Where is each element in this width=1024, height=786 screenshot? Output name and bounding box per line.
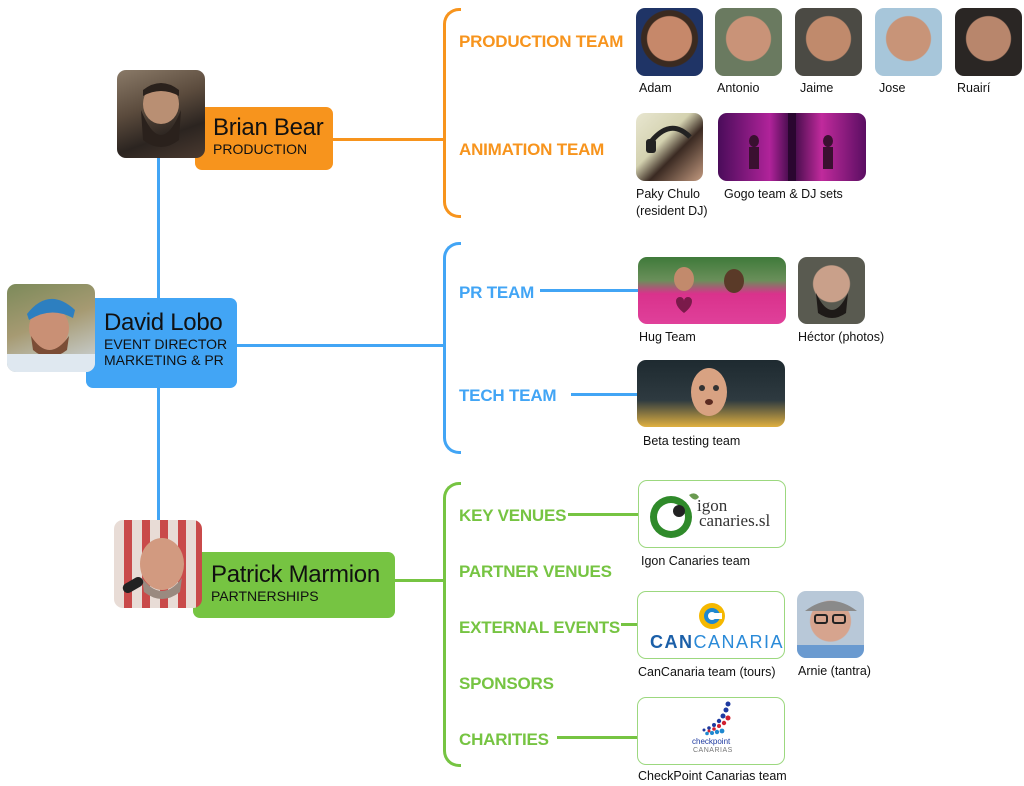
- checkpoint-canarias-logo-card[interactable]: checkpoint CANARIAS: [637, 697, 785, 765]
- person-icon: [141, 83, 181, 147]
- member-photo-ruairi: [955, 8, 1022, 76]
- key-venues-connector-line: [568, 513, 640, 516]
- cancanaria-c-icon: [699, 603, 725, 629]
- beard-icon: [816, 293, 848, 318]
- member-photo-arnie: [797, 591, 864, 658]
- category-label-sponsors: SPONSORS: [459, 674, 554, 693]
- igon-canaries-logo-card[interactable]: igon canaries.sl: [638, 480, 786, 548]
- leader-name: Patrick Marmion: [211, 561, 380, 588]
- partner-caption: Arnie (tantra): [798, 664, 871, 678]
- leader-role: EVENT DIRECTOR: [104, 336, 228, 352]
- marketing-connector-line: [234, 344, 444, 347]
- leader-card-director[interactable]: David Lobo EVENT DIRECTOR MARKETING & PR: [86, 298, 237, 388]
- pr-connector-line: [540, 289, 640, 292]
- category-label-external-events: EXTERNAL EVENTS: [459, 618, 621, 637]
- dancers-icon: [749, 113, 833, 181]
- member-name: Adam: [639, 81, 672, 95]
- igon-globe-icon: [650, 493, 699, 538]
- person-icon: [122, 538, 184, 599]
- production-bracket: [443, 8, 461, 218]
- member-photo-gogo-team: [718, 113, 866, 181]
- member-photo-beta-testing: [637, 360, 785, 427]
- leader-card-partnerships[interactable]: Patrick Marmion PARTNERSHIPS: [193, 552, 395, 618]
- david-lobo-photo: [7, 284, 95, 372]
- team-label-animation: ANIMATION TEAM: [459, 140, 605, 159]
- leader-role: MARKETING & PR: [104, 352, 224, 368]
- partner-caption: Igon Canaries team: [641, 554, 751, 568]
- leader-name: Brian Bear: [213, 114, 324, 141]
- leader-role: PRODUCTION: [213, 141, 308, 157]
- igon-logo-text-1: igon: [697, 496, 728, 515]
- team-label-production: PRODUCTION TEAM: [459, 32, 624, 51]
- cancanaria-logo-light: CANARIA: [693, 632, 785, 652]
- partner-caption: CanCanaria team (tours): [638, 665, 776, 679]
- member-photo-antonio: [715, 8, 782, 76]
- partnerships-connector-line: [392, 579, 445, 582]
- member-name: Antonio: [717, 81, 760, 95]
- member-name-detail: (resident DJ): [636, 204, 708, 218]
- team-label-tech: TECH TEAM: [459, 386, 557, 405]
- production-connector-line: [330, 138, 445, 141]
- member-photo-hector: [798, 257, 865, 324]
- partner-caption: CheckPoint Canarias team: [638, 769, 787, 783]
- crash-dummy-icon: [691, 368, 727, 416]
- checkpoint-logo-text-1: checkpoint: [692, 737, 731, 746]
- headphones-icon: [646, 125, 692, 153]
- brian-bear-photo: [117, 70, 205, 158]
- cancanaria-logo-card[interactable]: CANCANARIA: [637, 591, 785, 659]
- member-name: Jaime: [800, 81, 834, 95]
- person-icon: [7, 298, 95, 372]
- external-events-connector-line: [621, 623, 640, 626]
- category-label-partner-venues: PARTNER VENUES: [459, 562, 612, 581]
- member-name: Ruairí: [957, 81, 991, 95]
- member-photo-adam: [636, 8, 703, 76]
- patrick-marmion-photo: [114, 520, 202, 608]
- category-label-charities: CHARITIES: [459, 730, 549, 749]
- partnerships-bracket: [443, 482, 461, 767]
- tech-connector-line: [571, 393, 640, 396]
- leader-name: David Lobo: [104, 309, 223, 336]
- cancanaria-logo-text: CANCANARIA: [650, 632, 784, 653]
- leader-role: PARTNERSHIPS: [211, 588, 319, 604]
- igon-logo-text-2: canaries.sl: [699, 511, 771, 530]
- member-name: Jose: [879, 81, 906, 95]
- checkpoint-dots-icon: [702, 701, 731, 736]
- category-label-key-venues: KEY VENUES: [459, 506, 567, 525]
- cancanaria-logo-bold: CAN: [650, 632, 694, 652]
- member-name: Hug Team: [639, 330, 696, 344]
- team-label-pr: PR TEAM: [459, 283, 535, 302]
- leader-card-production[interactable]: Brian Bear PRODUCTION: [195, 107, 333, 170]
- member-name: Paky Chulo: [636, 187, 700, 201]
- charities-connector-line: [557, 736, 640, 739]
- member-photo-jaime: [795, 8, 862, 76]
- checkpoint-logo-text-2: CANARIAS: [693, 747, 733, 754]
- member-photo-paky-chulo: [636, 113, 703, 181]
- member-photo-jose: [875, 8, 942, 76]
- member-name: Héctor (photos): [798, 330, 885, 344]
- people-icon: [674, 267, 744, 313]
- member-name: Beta testing team: [643, 434, 741, 448]
- member-name: Gogo team & DJ sets: [724, 187, 843, 201]
- marketing-bracket: [443, 242, 461, 454]
- glasses-icon: [797, 601, 864, 658]
- member-photo-hug-team: [638, 257, 786, 324]
